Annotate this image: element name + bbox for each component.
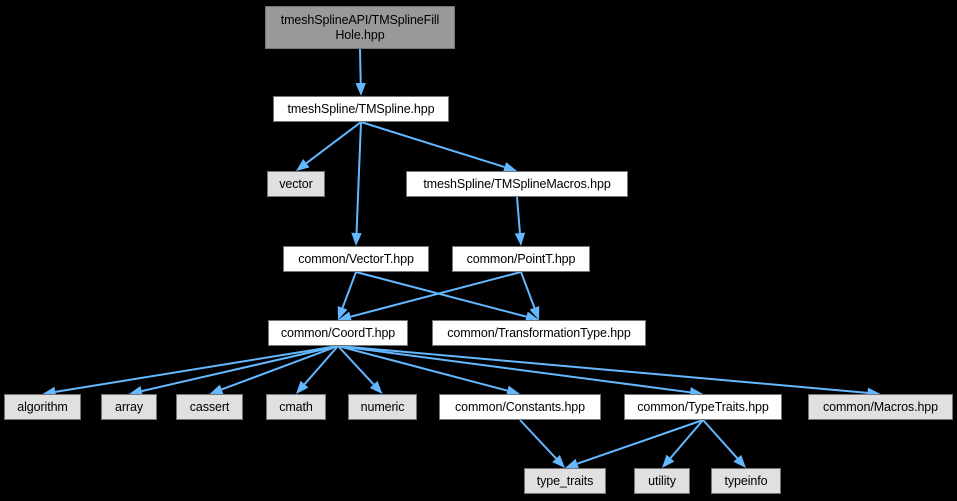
graph-node-tmspline[interactable]: tmeshSpline/TMSpline.hpp [273, 96, 449, 122]
graph-node-root[interactable]: tmeshSplineAPI/TMSplineFill Hole.hpp [265, 6, 455, 49]
graph-node-typeinfo[interactable]: typeinfo [711, 468, 781, 494]
edge-typetraits-to-typetraits_std [565, 419, 704, 469]
graph-node-cmath[interactable]: cmath [266, 394, 326, 420]
edge-constants-to-typetraits_std [519, 419, 565, 468]
edge-vectort-to-transftype [355, 271, 539, 322]
edge-coordt-to-typetraits [337, 345, 703, 398]
graph-node-constants[interactable]: common/Constants.hpp [439, 394, 601, 420]
graph-node-coordt[interactable]: common/CoordT.hpp [268, 320, 408, 346]
graph-node-numeric[interactable]: numeric [348, 394, 417, 420]
graph-node-cassert[interactable]: cassert [176, 394, 243, 420]
edge-tmspline-to-vector [296, 121, 362, 171]
edge-coordt-to-array [129, 345, 339, 397]
edge-tmmacros-to-pointt [514, 196, 526, 246]
edge-coordt-to-cassert [209, 345, 339, 395]
edge-tmspline-to-vectort [351, 121, 362, 246]
graph-node-typetraits_std[interactable]: type_traits [524, 468, 606, 494]
graph-node-array[interactable]: array [101, 394, 157, 420]
edge-coordt-to-numeric [337, 345, 383, 394]
edge-typetraits-to-utility [662, 419, 704, 468]
graph-node-algorithm[interactable]: algorithm [4, 394, 81, 420]
graph-node-typetraits[interactable]: common/TypeTraits.hpp [624, 394, 782, 420]
graph-node-vectort[interactable]: common/VectorT.hpp [283, 246, 429, 272]
graph-node-vector[interactable]: vector [267, 171, 325, 197]
edge-vectort-to-coordt [337, 271, 357, 320]
graph-node-utility[interactable]: utility [634, 468, 690, 494]
edge-tmspline-to-tmmacros [360, 121, 517, 173]
edge-coordt-to-algorithm [42, 345, 339, 398]
edge-coordt-to-macros [337, 345, 881, 399]
graph-node-macros[interactable]: common/Macros.hpp [808, 394, 953, 420]
edge-pointt-to-coordt [338, 271, 522, 322]
edge-pointt-to-transftype [520, 271, 540, 320]
graph-node-pointt[interactable]: common/PointT.hpp [452, 246, 590, 272]
edge-coordt-to-constants [337, 345, 520, 396]
graph-node-tmmacros[interactable]: tmeshSpline/TMSplineMacros.hpp [406, 171, 628, 197]
graph-node-transftype[interactable]: common/TransformationType.hpp [432, 320, 646, 346]
edge-typetraits-to-typeinfo [702, 419, 746, 468]
edge-coordt-to-cmath [296, 345, 339, 394]
edge-root-to-tmspline [355, 48, 366, 96]
